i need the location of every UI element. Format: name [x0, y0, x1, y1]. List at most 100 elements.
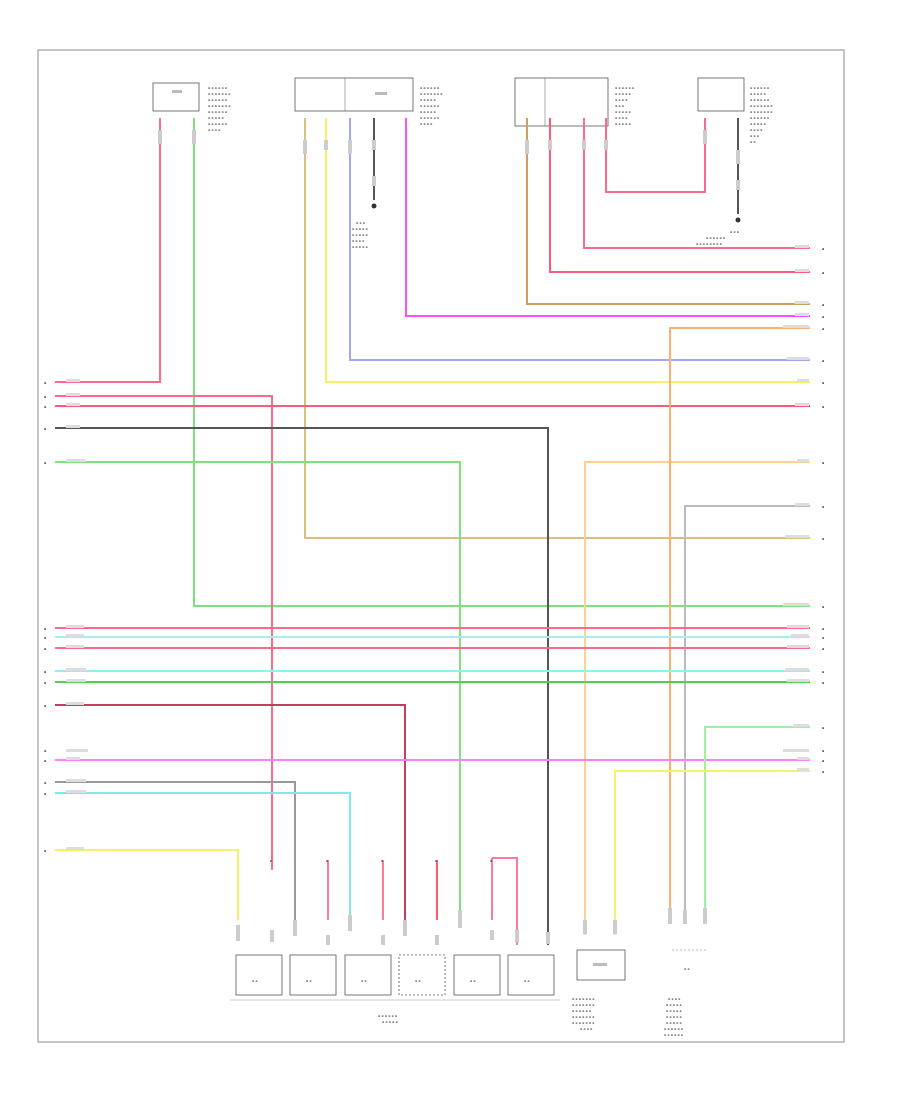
svg-text:▪ ▪: ▪ ▪: [361, 979, 367, 983]
svg-text:▪: ▪: [44, 759, 47, 763]
ground-symbol-right: ▪ ▪ ▪ ▪ ▪ ▪ ▪ ▪ ▪ ▪ ▪ ▪ ▪ ▪ ▪ ▪ ▪: [696, 217, 741, 246]
svg-text:▪: ▪: [44, 670, 47, 674]
wire-red-stub-4: [492, 857, 518, 945]
svg-text:▪ ▪ ▪ ▪ ▪ ▪ ▪: ▪ ▪ ▪ ▪ ▪ ▪ ▪: [208, 104, 231, 108]
left-pin-labels: ▪▪▪ ▪▪ ▪▪▪ ▪▪▪ ▪▪ ▪▪▪: [44, 381, 47, 853]
svg-text:▪: ▪: [44, 627, 47, 631]
svg-text:▪ ▪ ▪ ▪ ▪: ▪ ▪ ▪ ▪ ▪: [666, 1009, 682, 1013]
wire-red2-tra: [583, 118, 810, 249]
wire-yellow-tc: [325, 118, 810, 383]
svg-text:▪ ▪: ▪ ▪: [750, 140, 756, 144]
svg-text:▪ ▪ ▪ ▪ ▪: ▪ ▪ ▪ ▪ ▪: [750, 92, 766, 96]
svg-text:▪ ▪ ▪ ▪ ▪: ▪ ▪ ▪ ▪ ▪: [352, 227, 368, 231]
svg-text:▪ ▪ ▪ ▪ ▪ ▪ ▪: ▪ ▪ ▪ ▪ ▪ ▪ ▪: [572, 997, 595, 1001]
svg-text:▪: ▪: [490, 859, 493, 863]
svg-text:▪: ▪: [822, 749, 825, 753]
svg-text:▪: ▪: [44, 636, 47, 640]
wire-tan-tc: [304, 118, 810, 539]
svg-text:▪ ▪ ▪ ▪: ▪ ▪ ▪ ▪: [615, 116, 627, 120]
svg-text:▪: ▪: [822, 759, 825, 763]
wire-group: [55, 118, 810, 945]
wire-red-tra: [549, 118, 810, 273]
component-bottom-sensor: ▪ ▪ ▪ ▪ ▪ ▪ ▪ ▪ ▪ ▪ ▪ ▪ ▪ ▪ ▪ ▪ ▪ ▪ ▪ ▪ …: [572, 949, 626, 1031]
svg-text:▪: ▪: [822, 670, 825, 674]
svg-text:▪: ▪: [435, 859, 438, 863]
svg-text:▪ ▪: ▪ ▪: [684, 967, 690, 971]
svg-text:▪ ▪ ▪ ▪: ▪ ▪ ▪ ▪: [580, 1027, 592, 1031]
svg-text:▪: ▪: [822, 315, 825, 319]
svg-text:▪ ▪ ▪ ▪: ▪ ▪ ▪ ▪: [208, 128, 220, 132]
svg-text:▪: ▪: [44, 381, 47, 385]
svg-text:▪ ▪ ▪ ▪: ▪ ▪ ▪ ▪: [668, 997, 680, 1001]
svg-text:▪ ▪ ▪: ▪ ▪ ▪: [615, 104, 624, 108]
svg-text:▪ ▪ ▪ ▪ ▪ ▪: ▪ ▪ ▪ ▪ ▪ ▪: [420, 86, 439, 90]
svg-text:▪ ▪: ▪ ▪: [415, 979, 421, 983]
svg-text:▪: ▪: [822, 537, 825, 541]
svg-text:▪ ▪ ▪ ▪ ▪ ▪ ▪ ▪: ▪ ▪ ▪ ▪ ▪ ▪ ▪ ▪: [696, 242, 722, 246]
wire-yellow-r: [614, 770, 810, 935]
svg-text:▪ ▪ ▪ ▪ ▪ ▪: ▪ ▪ ▪ ▪ ▪ ▪: [420, 116, 439, 120]
wire-tan-tra: [526, 118, 810, 305]
svg-text:▪ ▪ ▪ ▪ ▪: ▪ ▪ ▪ ▪ ▪: [382, 1020, 398, 1024]
wire-yellow-h: [55, 849, 239, 920]
component-top-right-b: ▪ ▪ ▪ ▪ ▪ ▪ ▪ ▪ ▪ ▪ ▪ ▪ ▪ ▪ ▪ ▪ ▪ ▪ ▪ ▪ …: [697, 77, 773, 144]
svg-text:▪ ▪ ▪ ▪ ▪: ▪ ▪ ▪ ▪ ▪: [420, 110, 436, 114]
injector-2: ▪ ▪: [289, 954, 337, 996]
svg-text:▪: ▪: [822, 303, 825, 307]
wire-orange-bus: [584, 461, 810, 935]
svg-text:▪: ▪: [822, 647, 825, 651]
wire-red3-tra: [605, 118, 706, 193]
wire-blue-tc: [349, 118, 810, 361]
svg-text:▪ ▪ ▪ ▪ ▪: ▪ ▪ ▪ ▪ ▪: [615, 122, 631, 126]
injector-6: ▪ ▪: [507, 954, 555, 996]
svg-text:▪ ▪ ▪ ▪ ▪: ▪ ▪ ▪ ▪ ▪: [352, 233, 368, 237]
svg-text:▪ ▪ ▪ ▪: ▪ ▪ ▪ ▪: [352, 239, 364, 243]
svg-text:▪: ▪: [822, 726, 825, 730]
svg-text:▪ ▪ ▪ ▪ ▪: ▪ ▪ ▪ ▪ ▪: [352, 245, 368, 249]
svg-text:▪: ▪: [44, 647, 47, 651]
wire-green-bus: [55, 461, 461, 920]
svg-text:▪ ▪ ▪ ▪ ▪: ▪ ▪ ▪ ▪ ▪: [208, 116, 224, 120]
svg-text:▪ ▪ ▪ ▪ ▪: ▪ ▪ ▪ ▪ ▪: [615, 110, 631, 114]
svg-text:▪ ▪ ▪ ▪ ▪ ▪: ▪ ▪ ▪ ▪ ▪ ▪: [664, 1027, 683, 1031]
svg-text:▪ ▪ ▪ ▪: ▪ ▪ ▪ ▪: [750, 128, 762, 132]
svg-text:▪ ▪: ▪ ▪: [470, 979, 476, 983]
wire-darkred-h: [55, 704, 406, 920]
wire-cyan-h3: [55, 792, 351, 920]
svg-text:▪: ▪: [44, 704, 47, 708]
injector-3: ▪ ▪: [344, 954, 392, 996]
svg-text:▪ ▪ ▪ ▪ ▪: ▪ ▪ ▪ ▪ ▪: [666, 1015, 682, 1019]
bottom-vertical-tags: [236, 908, 707, 945]
svg-text:▪: ▪: [270, 859, 273, 863]
svg-text:▪: ▪: [44, 427, 47, 431]
wire-tags: [66, 245, 809, 850]
component-top-center: ▪ ▪ ▪ ▪ ▪ ▪ ▪ ▪ ▪ ▪ ▪ ▪ ▪ ▪ ▪ ▪ ▪ ▪ ▪ ▪ …: [294, 77, 443, 126]
svg-text:▪ ▪ ▪: ▪ ▪ ▪: [730, 230, 739, 234]
svg-text:▪: ▪: [44, 405, 47, 409]
svg-text:▪: ▪: [381, 859, 384, 863]
svg-text:▪ ▪: ▪ ▪: [252, 979, 258, 983]
svg-text:▪: ▪: [44, 792, 47, 796]
injector-group-caption: ▪ ▪ ▪ ▪ ▪ ▪ ▪ ▪ ▪ ▪ ▪: [378, 1014, 398, 1024]
svg-text:▪ ▪ ▪ ▪ ▪: ▪ ▪ ▪ ▪ ▪: [666, 1003, 682, 1007]
wire-gray-bus: [684, 505, 810, 915]
component-top-right-a: ▪ ▪ ▪ ▪ ▪ ▪ ▪ ▪ ▪ ▪ ▪ ▪ ▪ ▪ ▪ ▪ ▪ ▪ ▪ ▪ …: [514, 77, 634, 127]
svg-text:▪: ▪: [822, 381, 825, 385]
svg-text:▪: ▪: [822, 405, 825, 409]
svg-text:▪: ▪: [822, 359, 825, 363]
vertical-tags: [158, 130, 740, 190]
injector-5: ▪ ▪: [453, 954, 501, 996]
svg-text:▪: ▪: [822, 636, 825, 640]
wire-gray-h: [55, 781, 296, 920]
svg-text:▪ ▪ ▪ ▪ ▪ ▪: ▪ ▪ ▪ ▪ ▪ ▪: [706, 236, 725, 240]
svg-text:▪ ▪ ▪ ▪ ▪: ▪ ▪ ▪ ▪ ▪: [420, 98, 436, 102]
svg-text:▪: ▪: [822, 327, 825, 331]
svg-text:▪ ▪ ▪ ▪ ▪ ▪ ▪: ▪ ▪ ▪ ▪ ▪ ▪ ▪: [420, 92, 443, 96]
svg-text:▪: ▪: [822, 627, 825, 631]
wire-orange2-bus: [669, 327, 810, 915]
svg-text:▪ ▪ ▪ ▪ ▪ ▪: ▪ ▪ ▪ ▪ ▪ ▪: [378, 1014, 397, 1018]
svg-text:▪ ▪: ▪ ▪: [524, 979, 530, 983]
svg-text:▪ ▪ ▪ ▪ ▪ ▪ ▪: ▪ ▪ ▪ ▪ ▪ ▪ ▪: [572, 1015, 595, 1019]
wire-lightgreen-r: [704, 726, 810, 915]
svg-text:▪ ▪ ▪ ▪ ▪ ▪ ▪: ▪ ▪ ▪ ▪ ▪ ▪ ▪: [572, 1021, 595, 1025]
